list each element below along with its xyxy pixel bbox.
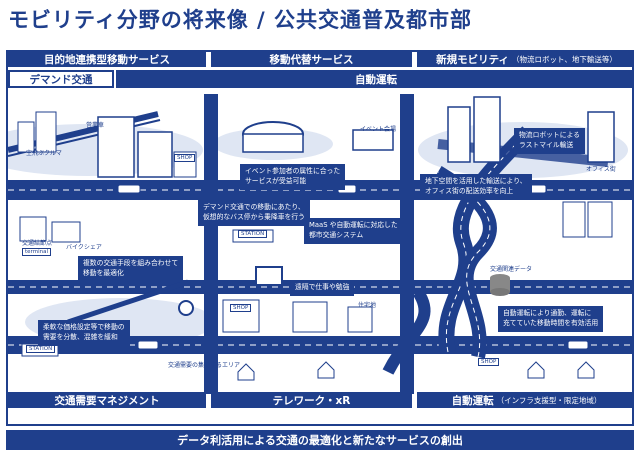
caption-line: サービスが受益可能 <box>245 176 307 185</box>
label-flying-car: 空飛ぶクルマ <box>26 150 62 157</box>
caption-line: 遠隔で仕事や勉強 <box>295 283 350 291</box>
label-congestion: 交通需要の集中するエリア <box>168 362 241 369</box>
label-traffic-data: 交通関連データ <box>490 266 533 273</box>
label-home: 住宅地 <box>358 302 377 309</box>
sign-terminal: terminal <box>22 248 51 256</box>
caption-underground: 地下空間を活用した輸送により、オフィス街の配送効率を向上 <box>420 174 532 200</box>
caption-maas: MaaS や自動運転に対応した都市交通システム <box>304 218 403 244</box>
label-transit-station: 交通結節点 <box>22 240 53 247</box>
label-event-venue: イベント会場 <box>360 126 397 133</box>
caption-line: オフィス街の配送効率を向上 <box>425 186 514 195</box>
caption-autodrive: 自動運転により通勤、運転に充てていた移動時間を有効活用 <box>498 306 604 332</box>
sign-shop-right: SHOP <box>478 358 500 366</box>
header-autonomous-limited-label: 自動運転 <box>451 394 494 407</box>
header-autonomous-limited: 自動運転（インフラ支援型・限定地域） <box>417 392 632 408</box>
header-substitute-service: 移動代替サービス <box>211 52 412 67</box>
caption-line: 需要を分散、混雑を緩和 <box>43 332 118 341</box>
header-autonomous-driving: 自動運転 <box>116 70 632 88</box>
caption-line: 仮想的なバス停から乗降車を行う <box>203 212 305 221</box>
header-new-mobility-note: （物流ロボット、地下輸送等） <box>512 55 617 64</box>
header-demand-transit: デマンド交通 <box>8 70 114 88</box>
sign-station-mid: STATION <box>238 230 268 238</box>
caption-line: 都市交通システム <box>309 230 364 239</box>
header-demand-management: 交通需要マネジメント <box>8 392 206 408</box>
label-office: オフィス街 <box>586 166 616 173</box>
header-new-mobility-label: 新規モビリティ <box>436 54 509 66</box>
caption-line: デマンド交通での移動にあたり、 <box>203 203 305 211</box>
caption-demand-stop: デマンド交通での移動にあたり、仮想的なバス停から乗降車を行う <box>198 200 310 226</box>
diagram-frame: 目的地連携型移動サービス 移動代替サービス 新規モビリティ（物流ロボット、地下輸… <box>6 50 634 426</box>
header-destination-linked: 目的地連携型移動サービス <box>8 52 206 67</box>
sign-shop-top: SHOP <box>174 154 196 162</box>
footer-banner: データ利活用による交通の最適化と新たなサービスの創出 <box>6 430 634 450</box>
label-commerce: 営業車 <box>86 122 105 129</box>
header-telework-xr: テレワーク・xR <box>211 392 412 408</box>
caption-line: 複数の交通手段を組み合わせて <box>83 259 179 267</box>
header-substitute-service-label: 移動代替サービス <box>269 54 354 66</box>
caption-line: ラストマイル輸送 <box>519 140 574 149</box>
caption-line: イベント参加者の属性に合った <box>245 167 341 175</box>
caption-line: 地下空間を活用した輸送により、 <box>425 177 527 185</box>
sign-station-bottom: STATION <box>26 345 56 353</box>
caption-line: 充てていた移動時間を有効活用 <box>503 318 599 327</box>
caption-line: MaaS や自動運転に対応した <box>309 221 398 229</box>
caption-line: 自動運転により通勤、運転に <box>503 309 592 317</box>
caption-telework: 遠隔で仕事や勉強 <box>290 280 355 296</box>
page-title: モビリティ分野の将来像 / 公共交通普及都市部 <box>8 8 473 32</box>
caption-line: 柔軟な価格設定等で移動の <box>43 323 125 331</box>
caption-robot: 物流ロボットによるラストマイル輸送 <box>514 128 585 154</box>
header-new-mobility: 新規モビリティ（物流ロボット、地下輸送等） <box>417 52 632 67</box>
sign-shop-mid: SHOP <box>230 304 252 312</box>
caption-line: 物流ロボットによる <box>519 131 580 139</box>
caption-line: 移動を最適化 <box>83 268 124 277</box>
caption-pricing: 柔軟な価格設定等で移動の需要を分散、混雑を緩和 <box>38 320 130 346</box>
header-autonomous-limited-note: （インフラ支援型・限定地域） <box>496 395 602 405</box>
label-bike-share: バイクシェア <box>66 244 102 251</box>
caption-combo: 複数の交通手段を組み合わせて移動を最適化 <box>78 256 184 282</box>
caption-event: イベント参加者の属性に合ったサービスが受益可能 <box>240 164 346 190</box>
